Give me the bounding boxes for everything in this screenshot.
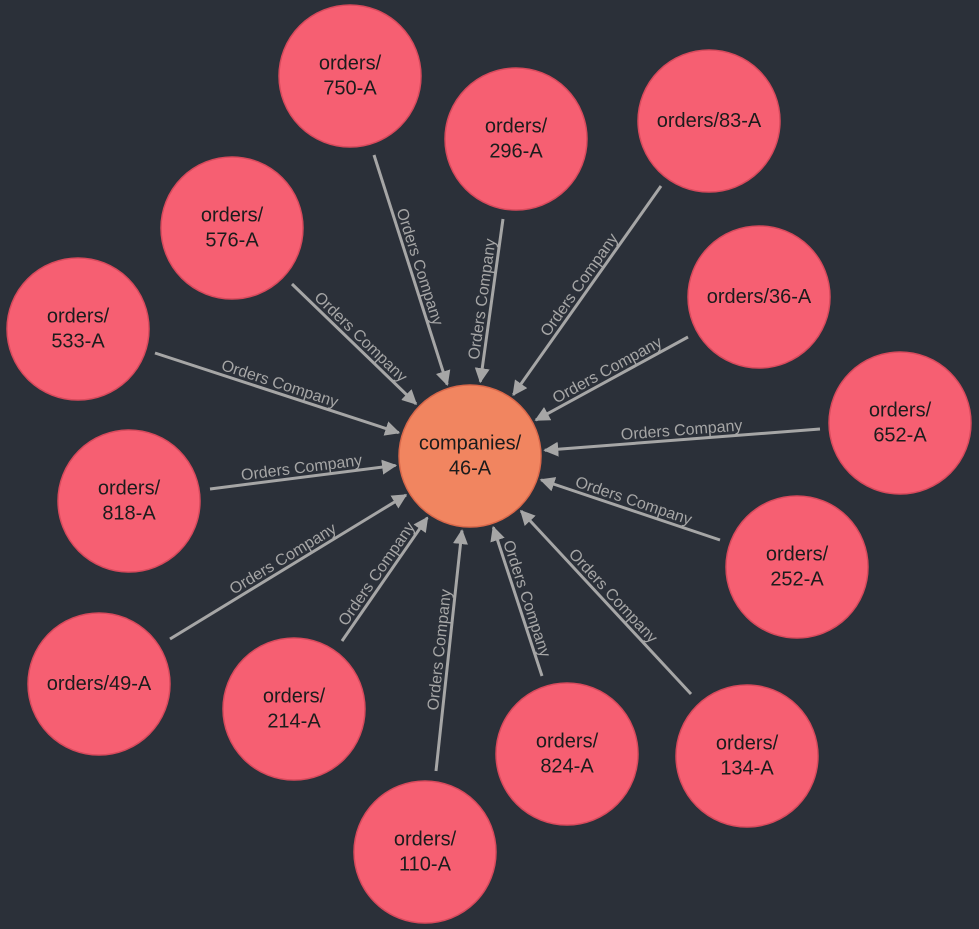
node-label: orders/83-A — [657, 110, 762, 132]
node-orders-533-a[interactable]: orders/533-A — [6, 257, 150, 401]
node-orders-652-a[interactable]: orders/652-A — [828, 351, 972, 495]
edge-label: Orders Company — [499, 538, 553, 659]
edge-line — [539, 477, 721, 542]
node-label: orders/ — [536, 731, 599, 753]
node-label: 818-A — [102, 503, 156, 525]
node-orders-252-a[interactable]: orders/252-A — [725, 495, 869, 639]
edge-orders-49-a[interactable]: Orders Company — [169, 493, 408, 641]
node-circle — [27, 612, 171, 756]
node-label: orders/36-A — [707, 286, 812, 308]
node-circle — [57, 429, 201, 573]
edge-orders-214-a[interactable]: Orders Company — [336, 516, 429, 642]
node-circle — [637, 49, 781, 193]
edge-orders-818-a[interactable]: Orders Company — [209, 452, 398, 491]
node-circle — [353, 780, 497, 924]
edge-line — [434, 529, 468, 772]
node-circle — [675, 684, 819, 828]
node-circle — [495, 682, 639, 826]
node-circle — [828, 351, 972, 495]
node-companies-46-a[interactable]: companies/46-A — [398, 384, 542, 528]
node-label: 214-A — [267, 711, 321, 733]
nodes-layer: companies/46-Aorders/750-Aorders/296-Aor… — [6, 4, 972, 924]
node-circle — [222, 637, 366, 781]
node-label: orders/ — [98, 478, 161, 500]
edge-label: Orders Company — [550, 334, 665, 407]
node-orders-110-a[interactable]: orders/110-A — [353, 780, 497, 924]
node-label: 824-A — [540, 756, 594, 778]
edge-line — [340, 516, 429, 642]
node-orders-49-a[interactable]: orders/49-A — [27, 612, 171, 756]
edge-label: Orders Company — [466, 238, 500, 361]
edge-line — [154, 351, 401, 436]
node-circle — [160, 156, 304, 300]
edge-label: Orders Company — [227, 520, 340, 598]
node-orders-576-a[interactable]: orders/576-A — [160, 156, 304, 300]
node-label: orders/ — [869, 400, 932, 422]
node-label: orders/ — [766, 544, 829, 566]
node-label: orders/ — [263, 686, 326, 708]
node-orders-36-a[interactable]: orders/36-A — [687, 225, 831, 369]
edge-line — [169, 493, 408, 641]
node-circle — [278, 4, 422, 148]
node-label: 652-A — [873, 425, 927, 447]
node-label: 252-A — [770, 569, 824, 591]
edge-line — [543, 427, 821, 457]
edge-orders-533-a[interactable]: Orders Company — [154, 351, 401, 436]
node-label: orders/49-A — [47, 673, 152, 695]
edge-label: Orders Company — [565, 546, 660, 647]
edge-label: Orders Company — [538, 231, 622, 340]
node-label: 296-A — [489, 141, 543, 163]
edge-line — [474, 218, 505, 384]
node-orders-134-a[interactable]: orders/134-A — [675, 684, 819, 828]
node-label: 576-A — [205, 230, 259, 252]
edge-label: Orders Company — [573, 474, 694, 529]
node-label: orders/ — [201, 205, 264, 227]
edge-label: Orders Company — [240, 452, 363, 484]
edge-label: Orders Company — [219, 357, 340, 411]
edge-orders-652-a[interactable]: Orders Company — [543, 417, 821, 457]
node-circle — [725, 495, 869, 639]
node-label: 110-A — [399, 854, 452, 876]
node-label: 46-A — [449, 458, 492, 480]
node-orders-750-a[interactable]: orders/750-A — [278, 4, 422, 148]
node-orders-824-a[interactable]: orders/824-A — [495, 682, 639, 826]
node-label: orders/ — [47, 306, 110, 328]
node-orders-214-a[interactable]: orders/214-A — [222, 637, 366, 781]
edge-orders-824-a[interactable]: Orders Company — [490, 525, 553, 677]
node-orders-818-a[interactable]: orders/818-A — [57, 429, 201, 573]
edge-label: Orders Company — [336, 519, 419, 629]
edge-line — [209, 459, 398, 491]
edge-orders-252-a[interactable]: Orders Company — [539, 474, 721, 542]
edge-line — [519, 509, 693, 696]
node-orders-83-a[interactable]: orders/83-A — [637, 49, 781, 193]
edge-orders-296-a[interactable]: Orders Company — [466, 218, 505, 384]
node-label: orders/ — [319, 53, 382, 75]
node-circle — [398, 384, 542, 528]
edge-line — [490, 525, 544, 677]
edge-orders-134-a[interactable]: Orders Company — [519, 509, 693, 696]
edge-line — [372, 154, 451, 386]
node-circle — [6, 257, 150, 401]
node-circle — [687, 225, 831, 369]
node-orders-296-a[interactable]: orders/296-A — [444, 67, 588, 211]
edge-orders-110-a[interactable]: Orders Company — [425, 529, 468, 772]
node-label: orders/ — [394, 829, 457, 851]
node-label: 533-A — [51, 331, 105, 353]
node-label: orders/ — [485, 116, 548, 138]
edge-label: Orders Company — [311, 289, 410, 386]
node-label: 750-A — [323, 78, 377, 100]
edge-orders-36-a[interactable]: Orders Company — [534, 334, 689, 422]
node-label: companies/ — [419, 433, 522, 455]
node-label: 134-A — [720, 758, 774, 780]
edge-line — [512, 185, 663, 396]
edge-label: Orders Company — [393, 206, 446, 327]
edge-line — [290, 282, 418, 405]
node-circle — [444, 67, 588, 211]
node-label: orders/ — [716, 733, 779, 755]
edge-line — [534, 335, 689, 422]
